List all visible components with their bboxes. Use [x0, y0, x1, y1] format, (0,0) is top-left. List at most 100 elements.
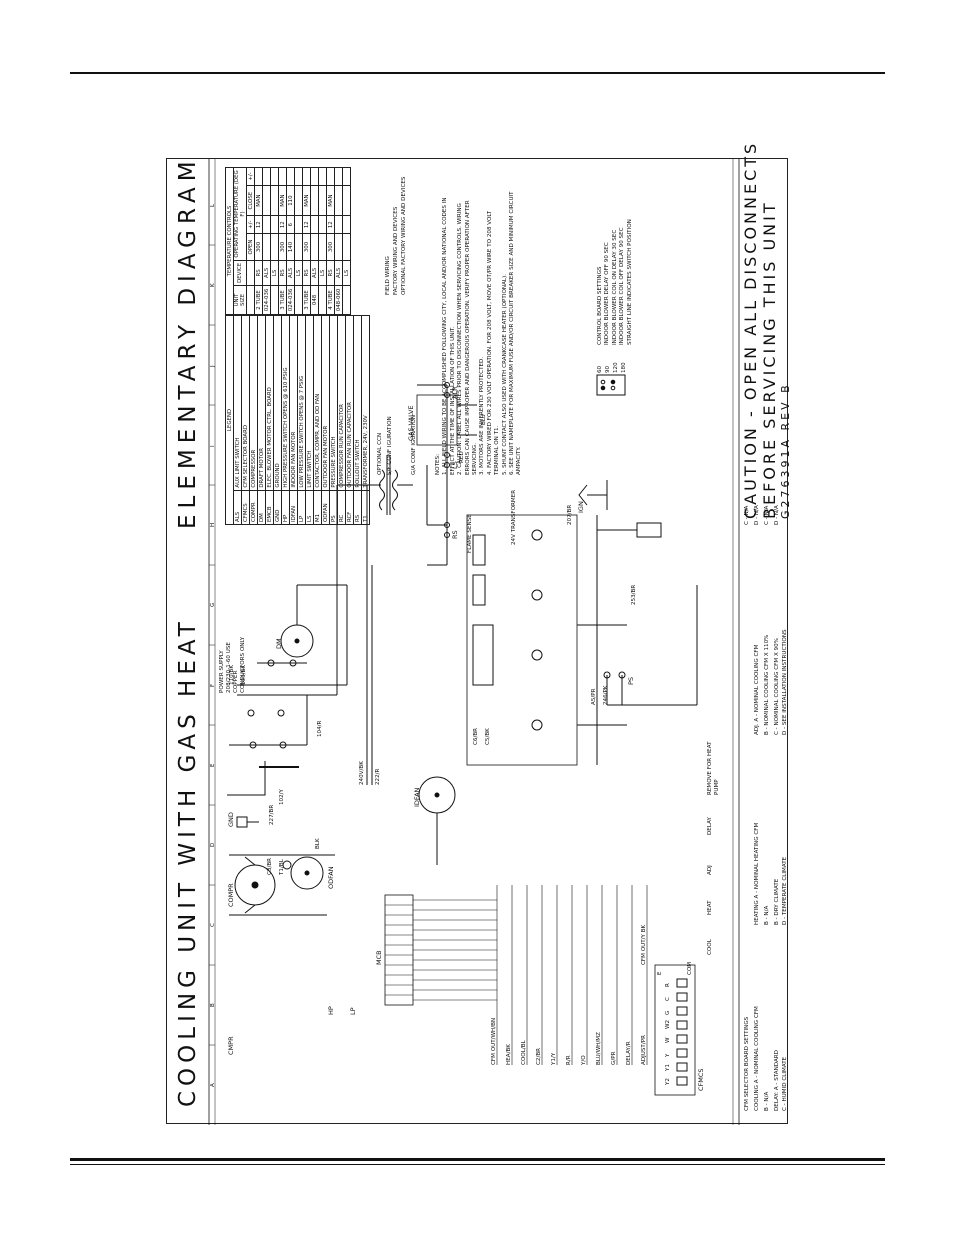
dip-group-label: COOL — [707, 939, 713, 955]
label-idfan: IDFAN — [413, 787, 421, 807]
legend-desc: ROLLOUT SWITCH — [353, 315, 362, 491]
wire-label: 102/Y — [279, 789, 285, 805]
control-board-row: INDOOR BLOWER DELAY OFF 90 SEC — [604, 242, 611, 345]
temp-cell: RS — [278, 260, 287, 286]
wire-label: ADJUST/PR — [641, 1035, 647, 1065]
remove-jumper-note: REMOVE FOR HEAT PUMP — [707, 741, 720, 795]
legend-desc: COMPRESSOR RUN CAPACITOR — [337, 315, 346, 491]
legend-code: T1 — [361, 490, 370, 525]
wire-label: C5/BK — [485, 728, 491, 745]
optional-ccn-header: OPTIONAL CCN — [377, 432, 383, 475]
temp-cell: 3 TUBE — [302, 285, 311, 315]
wiring-schematic — [208, 159, 740, 1125]
legend-code: IDFAN — [289, 490, 298, 525]
caution-line-1: CAUTION - OPEN ALL DISCONNECTS — [741, 140, 760, 519]
wire-label: C6/BR — [473, 727, 479, 745]
temp-cell: LS — [270, 260, 279, 286]
legend-desc: AUX LIMIT SWITCH — [233, 315, 242, 491]
temp-cell: RS — [254, 260, 263, 286]
legend-desc: PRESSURE SWITCH — [329, 315, 338, 491]
temp-cell — [254, 167, 263, 186]
wire-label: 110/BK — [229, 664, 235, 685]
legend-code: LS — [305, 490, 314, 525]
legend-code: RS — [353, 490, 362, 525]
wire-label: T1/BL — [279, 859, 285, 875]
optional-ccn-line: G/A CONF IGURATION — [411, 414, 417, 475]
compressor-group — [229, 854, 335, 916]
flame-sensor — [597, 522, 662, 538]
note-item: 4. FACTORY WIRED FOR 230 VOLT OPERATION.… — [486, 210, 501, 475]
temp-cell: 3 TUBE — [278, 285, 287, 315]
label-dm: DM — [275, 638, 283, 649]
dip-label: 90 — [605, 365, 611, 373]
cfmcs-terminal: W2 — [665, 1019, 671, 1029]
wire-label: 240V/BK — [359, 761, 365, 785]
ground-symbol — [236, 816, 259, 828]
wiring-key-optional: OPTIONAL FACTORY WIRING AND DEVICES — [401, 176, 407, 295]
temp-cell: 300 — [326, 233, 335, 261]
temp-cell: 048-060 — [334, 285, 343, 315]
legend-code: RCF — [345, 490, 354, 525]
legend-desc: COMPRESSOR — [249, 315, 258, 491]
column-letter: J — [210, 365, 216, 367]
cfmcs-terminal: C — [665, 997, 671, 1001]
legend-code: ALS — [233, 490, 242, 525]
power-lines — [237, 485, 373, 785]
legend-code: HP — [281, 490, 290, 525]
column-letter: I — [210, 445, 216, 447]
legend-desc: ELEC. BLOWER MOTOR CTRL. BOARD — [265, 315, 274, 491]
pressure-switch — [603, 585, 698, 706]
label-transformer: 24V TRANSFORMER — [511, 489, 517, 545]
dip-group-label: DELAY — [707, 817, 713, 835]
notes-header: NOTES: — [435, 454, 441, 475]
temp-cell: MAN — [302, 185, 311, 216]
contactor-m1 — [227, 709, 307, 796]
legend-code: COMPR — [249, 490, 258, 525]
legend-code: RC — [337, 490, 346, 525]
legend-desc: LOW PRESSURE SWITCH OPENS @ 7 PSIG — [297, 315, 306, 491]
temp-cell: 024-036 — [262, 285, 271, 315]
legend-desc: CONTACTOR, COMPR. AND OD FAN — [313, 315, 322, 491]
wire-label: R/R — [566, 1055, 572, 1065]
legend-code: PS — [329, 490, 338, 525]
gas-valve-box — [416, 394, 477, 446]
note-item: 3. MOTORS ARE INHERENTLY PROTECTED. — [479, 356, 486, 475]
wire-label: HEA/BK — [506, 1044, 512, 1065]
idfan-motor — [418, 776, 456, 865]
label-ignitor: IGN — [577, 501, 585, 513]
mcb-block — [384, 894, 497, 1006]
wire-label: COOL/BL — [521, 1040, 527, 1065]
note-item: 6. SEE UNIT NAMEPLATE FOR MAXIMUM FUSE A… — [509, 191, 523, 475]
diagram-title-right: ELEMENTARY DIAGRAM — [175, 155, 201, 529]
cfmcs-terminal: Y — [665, 1053, 671, 1057]
temp-cell: RS — [302, 260, 311, 286]
wiring-key-factory: FACTORY WIRING AND DEVICES — [393, 206, 399, 295]
temp-cell: 140 — [286, 233, 295, 261]
temp-cell: 4 TUBE — [326, 285, 335, 315]
temp-cell: LS — [318, 260, 327, 286]
cfmcs-terminal: G — [665, 1010, 671, 1015]
temp-cell: 12 — [326, 215, 335, 234]
temp-cell: LS — [294, 260, 303, 286]
temp-row: LS — [294, 167, 303, 315]
cfmcs-terminal: Y1 — [665, 1064, 671, 1071]
cfmcs-terminal: COM — [687, 961, 693, 975]
dip-group-label: ADJ — [707, 865, 713, 875]
column-letter: L — [210, 203, 216, 207]
column-letter: K — [210, 283, 216, 287]
legend-code: DM — [257, 490, 266, 525]
label-lp: LP — [349, 1007, 357, 1015]
temp-col-header: OPERATING TEMPERATURE (DEG F) — [233, 167, 247, 261]
